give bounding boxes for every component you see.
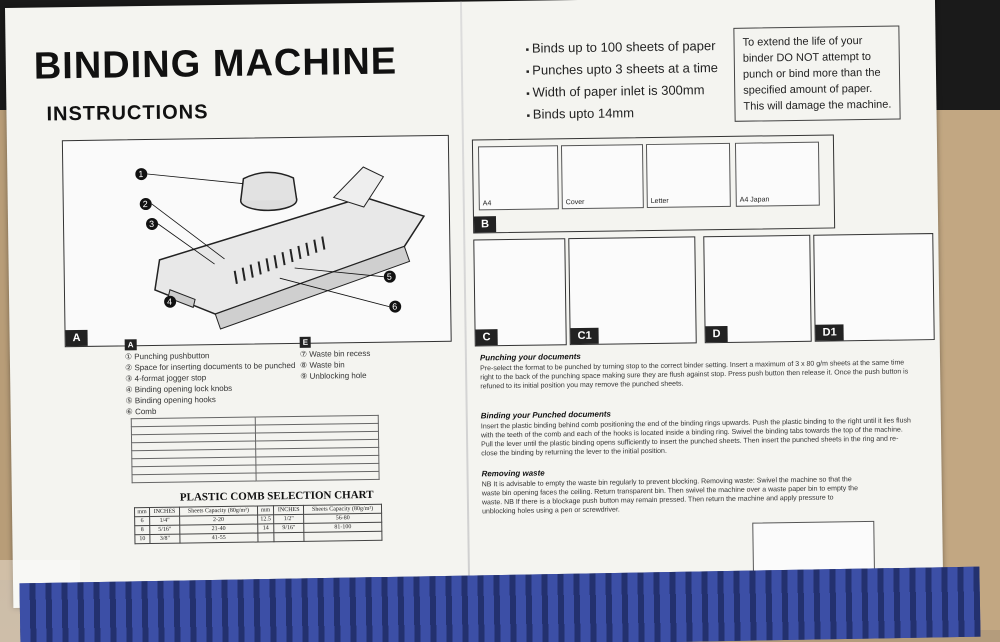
- table-cell: [303, 531, 382, 542]
- svg-text:5: 5: [387, 272, 392, 282]
- step-panel-d1: D1: [813, 233, 935, 342]
- table-cell: 41-55: [179, 533, 258, 544]
- format-step: A4: [477, 145, 559, 211]
- section-heading: Removing waste: [481, 468, 545, 479]
- header-cell: INCHES: [149, 507, 180, 517]
- step-panel-d: D: [703, 234, 812, 344]
- format-step: Letter: [645, 142, 731, 209]
- section-text: Pre-select the format to be punched by t…: [480, 359, 909, 391]
- header-cell: mm: [134, 507, 150, 517]
- machine-illustration: 1 2 3 4 5 6: [135, 166, 426, 330]
- svg-text:2: 2: [143, 199, 148, 209]
- section-heading: Punching your documents: [479, 351, 581, 363]
- section-text: NB It is advisable to empty the waste bi…: [481, 476, 858, 516]
- step-panel-c1: C1: [568, 236, 697, 346]
- table-cell: 5/16": [149, 525, 180, 535]
- machine-diagram: 1 2 3 4 5 6 A: [61, 134, 452, 348]
- section-text: Insert the plastic binding behind comb p…: [480, 417, 911, 458]
- table-cell: 1/4": [149, 516, 180, 526]
- part-item: ⑨ Unblocking hole: [300, 370, 367, 381]
- paper-fold: [459, 1, 471, 602]
- table-cell: 8: [134, 525, 150, 535]
- format-panel: A4 Cover Letter A4 Japan B: [471, 134, 836, 234]
- table-cell: [257, 532, 275, 543]
- table-cell: 6: [134, 516, 150, 526]
- panel-label-a: A: [65, 329, 88, 347]
- section-heading: Binding your Punched documents: [480, 409, 612, 421]
- spec-item: Punches upto 3 sheets at a time: [526, 58, 718, 83]
- format-step: Cover: [560, 144, 644, 210]
- parts-label-a: A: [124, 339, 137, 351]
- parts-list: ① Punching pushbutton ② Space for insert…: [125, 349, 296, 417]
- part-item: ⑦ Waste bin recess: [299, 348, 371, 359]
- table-cell: 14: [257, 523, 275, 534]
- table-cell: [274, 532, 305, 542]
- step-panel-c: C: [473, 238, 567, 347]
- format-step: A4 Japan: [734, 141, 820, 207]
- sheet-title: BINDING MACHINE: [33, 40, 398, 88]
- panel-label-d1: D1: [815, 324, 844, 341]
- svg-text:3: 3: [149, 219, 154, 229]
- panel-label-c: C: [475, 329, 498, 346]
- table-cell: 1/2": [273, 514, 304, 524]
- machine-spec-table: [131, 415, 380, 483]
- header-cell: INCHES: [273, 505, 304, 515]
- spec-item: Binds up to 100 sheets of paper: [525, 36, 717, 61]
- format-label: Cover: [565, 198, 585, 207]
- comb-chart-title: PLASTIC COMB SELECTION CHART: [179, 488, 374, 504]
- panel-label-d: D: [705, 325, 728, 343]
- spec-list: Binds up to 100 sheets of paper Punches …: [525, 36, 718, 127]
- parts-label-e: E: [299, 336, 312, 348]
- spec-item: Binds upto 14mm: [526, 102, 718, 127]
- table-cell: 12.5: [257, 514, 274, 525]
- panel-label-c1: C1: [570, 327, 599, 345]
- sheet-subtitle: INSTRUCTIONS: [46, 101, 209, 126]
- svg-text:6: 6: [392, 302, 397, 312]
- warning-box: To extend the life of your binder DO NOT…: [733, 25, 901, 122]
- comb-selection-table: mm INCHES Sheets Capacity (80g/m²) mm IN…: [134, 504, 382, 544]
- svg-text:1: 1: [138, 169, 143, 179]
- table-cell: 10: [134, 534, 150, 544]
- svg-text:4: 4: [167, 297, 172, 307]
- format-label: A4: [482, 200, 492, 208]
- header-cell: mm: [257, 505, 274, 516]
- format-label: A4 Japan: [739, 196, 770, 204]
- format-label: Letter: [650, 197, 669, 206]
- parts-list-2: ⑦ Waste bin recess ⑧ Waste bin ⑨ Unblock…: [300, 348, 371, 382]
- table-cell: 3/8": [149, 534, 180, 544]
- table-cell: 9/16": [273, 523, 304, 533]
- instruction-sheet: BINDING MACHINE INSTRUCTIONS Binds up to…: [5, 0, 944, 608]
- spec-item: Width of paper inlet is 300mm: [526, 80, 718, 105]
- panel-label-b: B: [473, 216, 497, 233]
